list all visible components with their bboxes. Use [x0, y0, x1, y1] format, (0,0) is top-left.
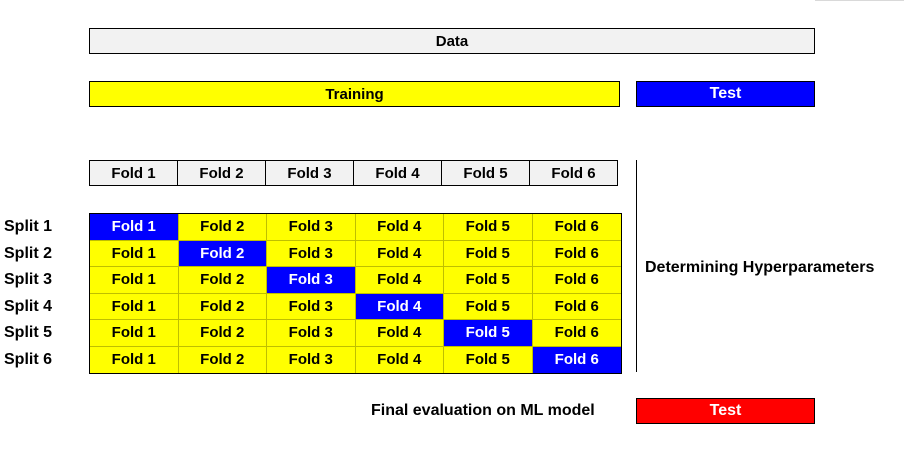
test-bar-bottom: Test [636, 398, 815, 424]
fold-header-2: Fold 2 [177, 160, 266, 186]
training-fold-cell: Fold 3 [267, 240, 356, 267]
training-fold-cell: Fold 4 [355, 214, 444, 241]
training-fold-cell: Fold 5 [444, 293, 533, 320]
hyperparameters-label: Determining Hyperparameters [645, 259, 875, 276]
training-bar: Training [89, 81, 620, 107]
training-fold-cell: Fold 6 [532, 214, 621, 241]
test-bar-top: Test [636, 81, 815, 107]
training-label: Training [325, 85, 384, 103]
test-label-top: Test [709, 85, 742, 102]
separator-line [636, 160, 637, 372]
training-fold-cell: Fold 2 [178, 346, 267, 373]
split-label-3: Split 3 [4, 271, 53, 288]
split-label-1: Split 1 [4, 218, 53, 235]
training-fold-cell: Fold 3 [267, 346, 356, 373]
training-fold-cell: Fold 5 [444, 346, 533, 373]
training-fold-cell: Fold 1 [90, 240, 179, 267]
training-fold-cell: Fold 4 [355, 240, 444, 267]
validation-fold-cell: Fold 3 [267, 267, 356, 294]
fold-header-6: Fold 6 [529, 160, 618, 186]
training-fold-cell: Fold 4 [355, 346, 444, 373]
split-label-2: Split 2 [4, 244, 53, 262]
test-label-bottom: Test [709, 402, 742, 419]
training-fold-cell: Fold 1 [90, 320, 179, 347]
final-evaluation-label: Final evaluation on ML model [371, 402, 595, 419]
fold-header-4: Fold 4 [353, 160, 442, 186]
training-fold-cell: Fold 2 [178, 320, 267, 347]
training-fold-cell: Fold 3 [267, 293, 356, 320]
training-fold-cell: Fold 5 [444, 240, 533, 267]
training-fold-cell: Fold 3 [267, 214, 356, 241]
training-fold-cell: Fold 1 [90, 293, 179, 320]
top-right-divider [815, 0, 904, 1]
training-fold-cell: Fold 2 [178, 214, 267, 241]
training-fold-cell: Fold 6 [532, 293, 621, 320]
data-bar: Data [89, 28, 815, 54]
validation-fold-cell: Fold 4 [355, 293, 444, 320]
split-label-4: Split 4 [4, 297, 53, 315]
split-label-6: Split 6 [4, 350, 53, 368]
training-fold-cell: Fold 4 [355, 320, 444, 347]
training-fold-cell: Fold 1 [90, 267, 179, 294]
training-fold-cell: Fold 3 [267, 320, 356, 347]
training-fold-cell: Fold 6 [532, 320, 621, 347]
training-fold-cell: Fold 2 [178, 267, 267, 294]
validation-fold-cell: Fold 2 [178, 240, 267, 267]
training-fold-cell: Fold 6 [532, 267, 621, 294]
fold-header-3: Fold 3 [265, 160, 354, 186]
training-fold-cell: Fold 4 [355, 267, 444, 294]
fold-header-5: Fold 5 [441, 160, 530, 186]
training-fold-cell: Fold 6 [532, 240, 621, 267]
training-fold-cell: Fold 1 [90, 346, 179, 373]
fold-header-1: Fold 1 [89, 160, 178, 186]
validation-fold-cell: Fold 6 [532, 346, 621, 373]
training-fold-cell: Fold 5 [444, 214, 533, 241]
data-label: Data [435, 32, 469, 50]
training-fold-cell: Fold 5 [444, 267, 533, 294]
training-fold-cell: Fold 2 [178, 293, 267, 320]
validation-fold-cell: Fold 1 [90, 214, 179, 241]
split-label-5: Split 5 [4, 324, 53, 341]
validation-fold-cell: Fold 5 [444, 320, 533, 347]
